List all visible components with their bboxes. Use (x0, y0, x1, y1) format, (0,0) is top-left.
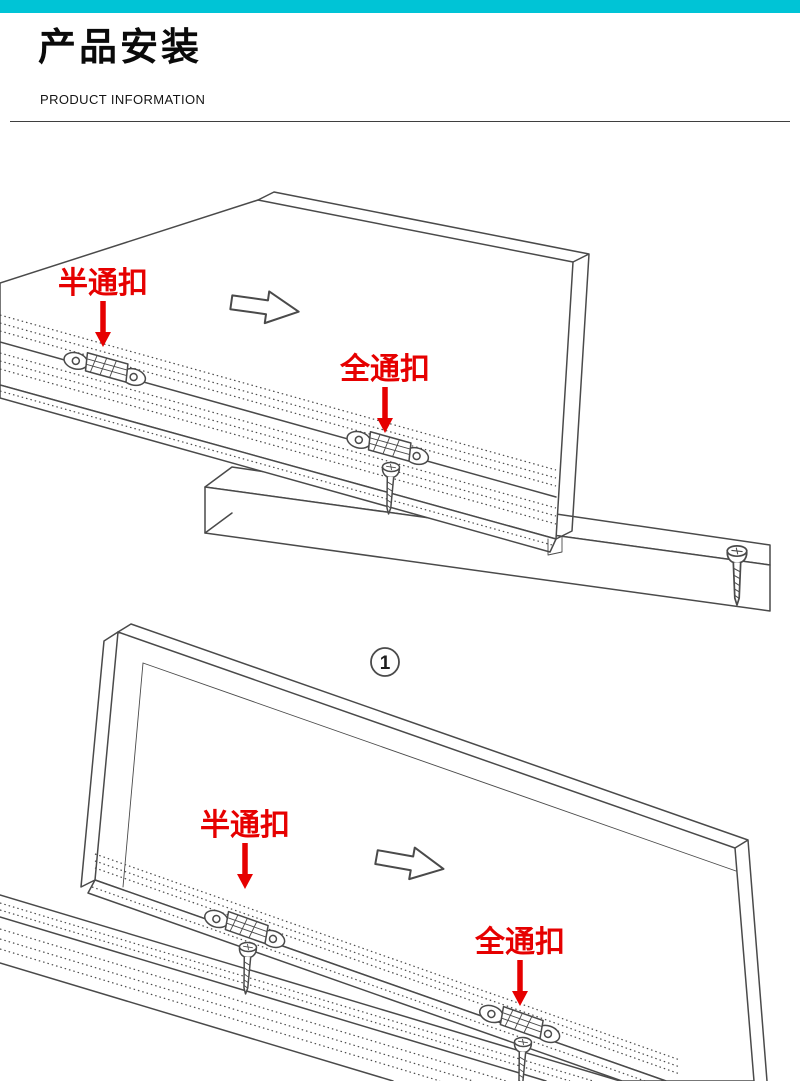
frame-inner-lines (122, 662, 737, 888)
step-1-badge: 1 (370, 647, 400, 677)
dowel-guide-dotted-lines (0, 314, 557, 525)
edge-band-dotted-line (0, 390, 553, 546)
step-badge-circle (370, 647, 400, 677)
page-title: 产品安装 (38, 27, 203, 69)
groove-notch (547, 535, 563, 556)
full-buckle-callout: 全通扣 (339, 352, 430, 433)
page-subtitle: PRODUCT INFORMATION (40, 92, 206, 107)
half-buckle-callout: 半通扣 (200, 809, 290, 889)
header-divider (10, 121, 790, 122)
installation-diagram: 半通扣 全通扣 1 (0, 191, 771, 1081)
full-buckle-label: 全通扣 (339, 352, 430, 386)
panel-board (0, 191, 590, 556)
top-accent-bar (0, 0, 800, 13)
full-buckle-label: 全通扣 (474, 925, 565, 959)
diagram-step-1: 半通扣 全通扣 1 (0, 191, 771, 677)
panel-thickness-edges (257, 191, 590, 540)
diagram-step-2: 半通扣 全通扣 (0, 623, 768, 1081)
step-badge-number: 1 (380, 653, 391, 674)
frame-top-thickness (117, 623, 768, 1081)
half-buckle-callout: 半通扣 (58, 267, 148, 347)
full-buckle-callout: 全通扣 (474, 925, 565, 1006)
panel-face (0, 199, 574, 540)
half-buckle-label: 半通扣 (58, 267, 148, 300)
rail-dotted-lines (0, 902, 594, 1081)
frame-left-thickness (80, 631, 119, 888)
half-buckle-label: 半通扣 (200, 809, 290, 842)
rail-end-edge (204, 512, 233, 534)
rail-front-face (204, 486, 771, 612)
edge-band-dotted-line (91, 886, 646, 1081)
